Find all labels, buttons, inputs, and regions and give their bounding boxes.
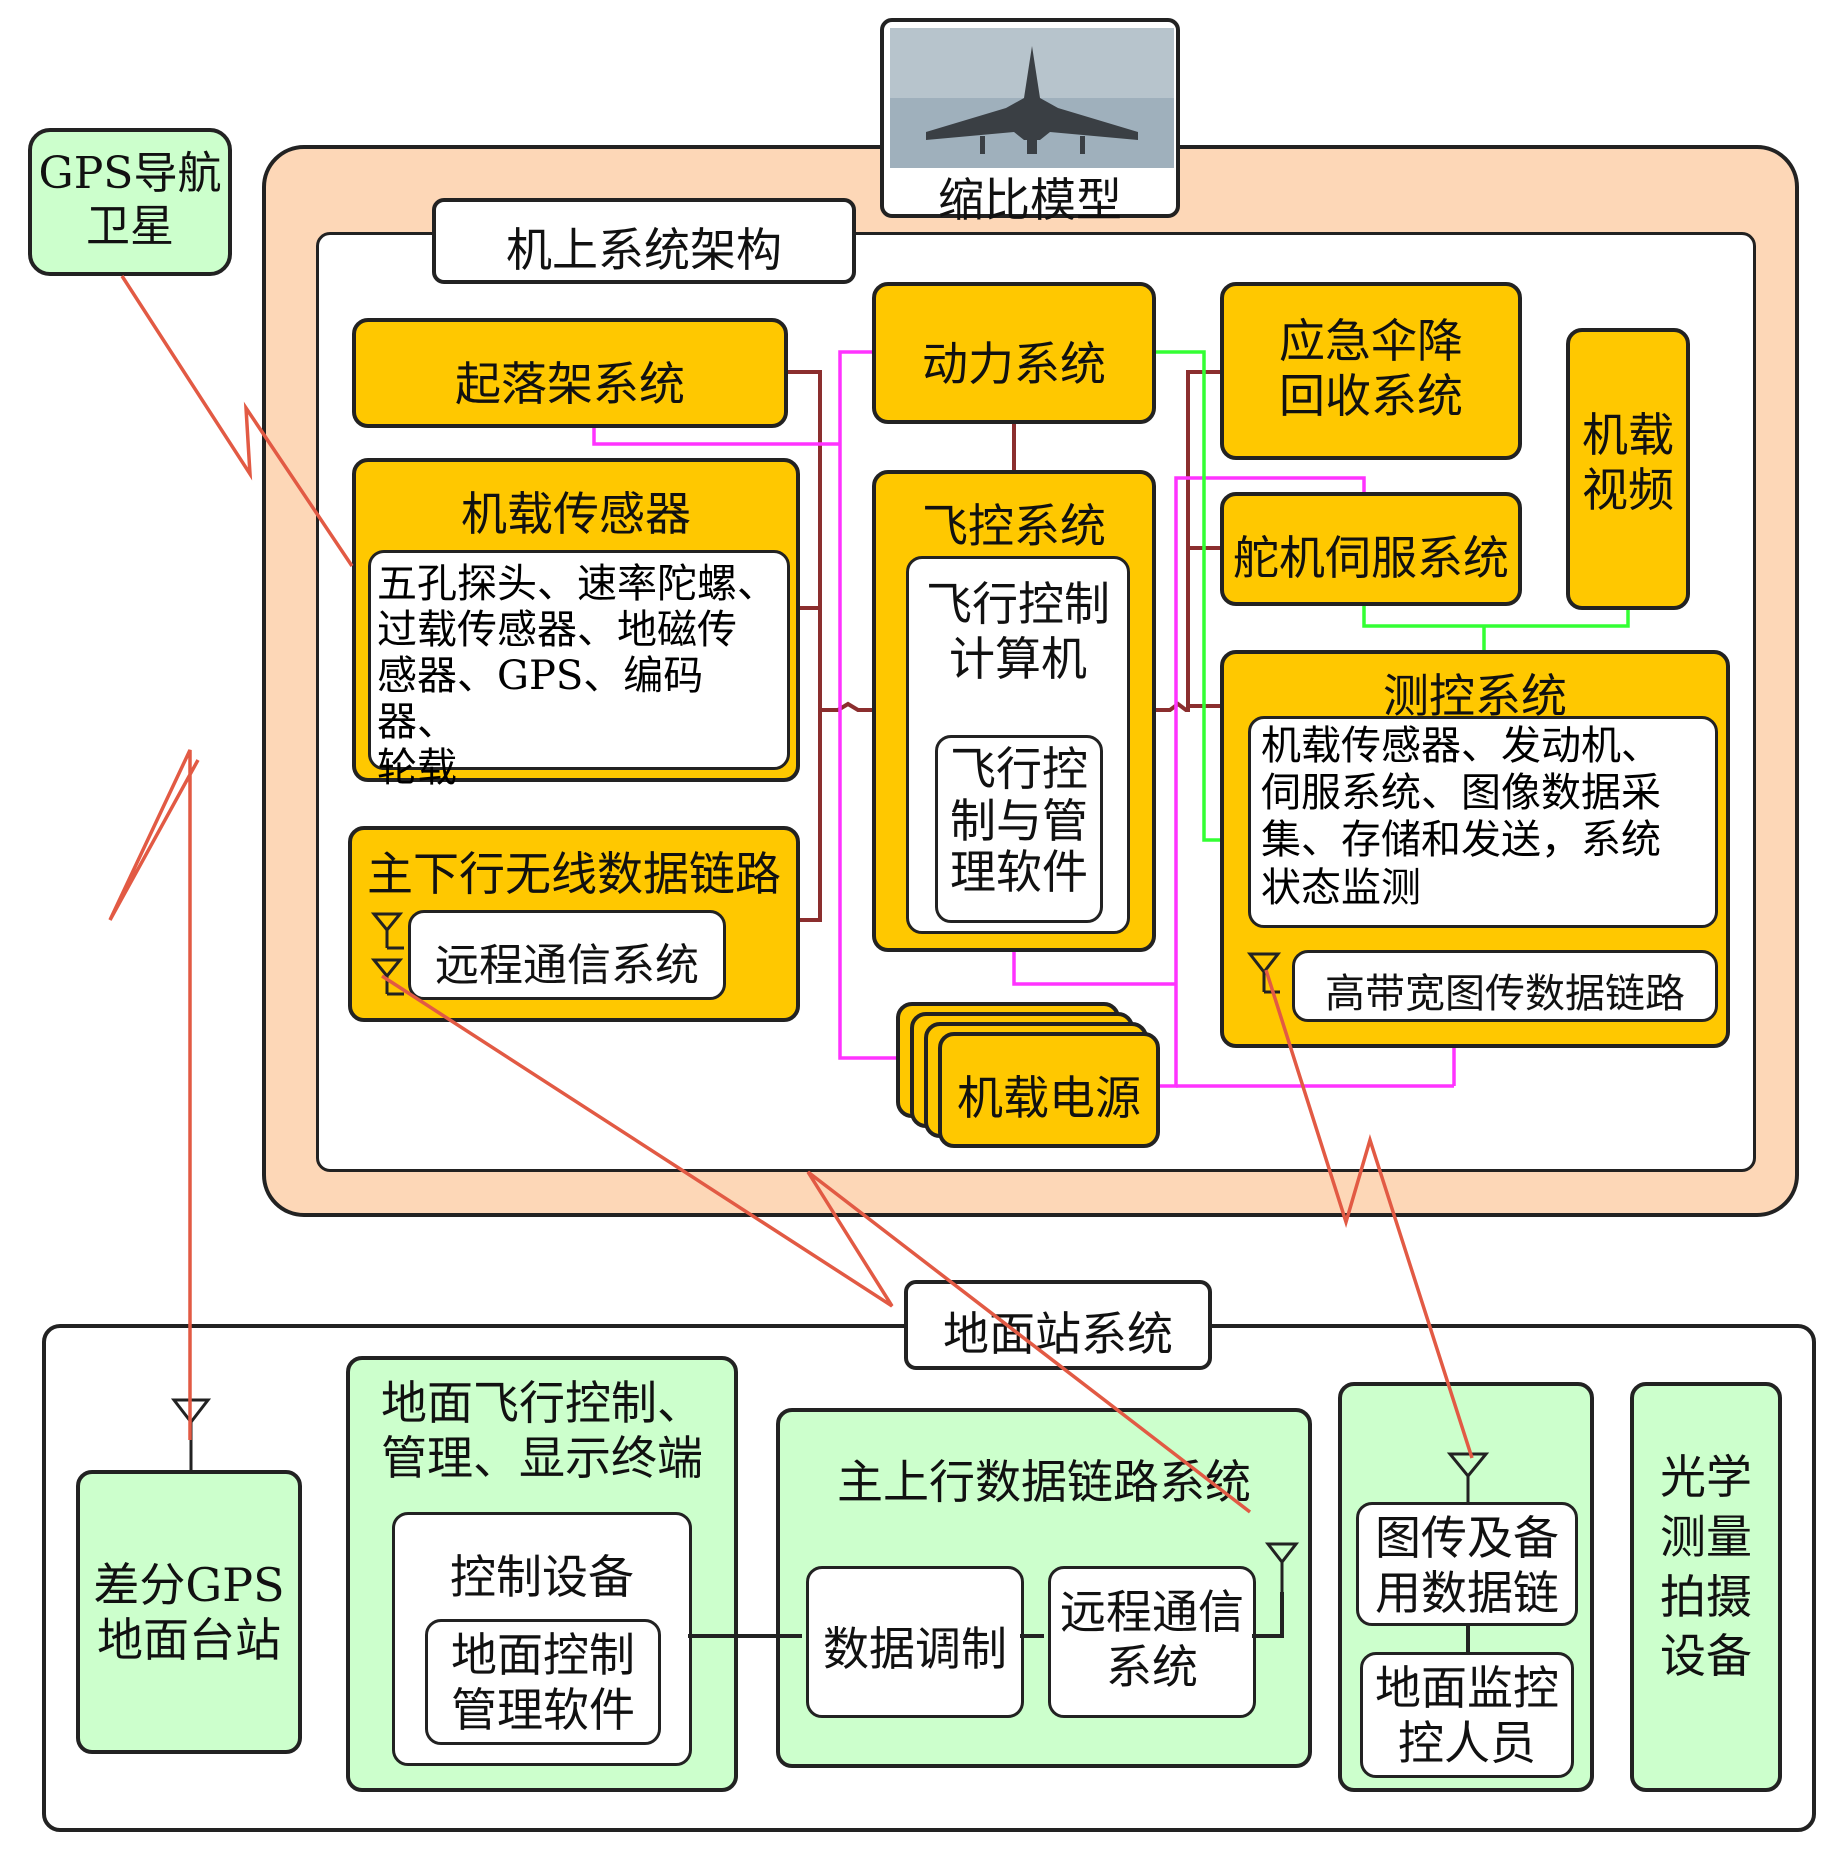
- control-equipment-box: 控制设备 地面控制 管理软件: [392, 1512, 692, 1766]
- parachute-recovery-label: 应急伞降 回收系统: [1279, 314, 1463, 424]
- downlink-antenna-icon: [370, 912, 404, 996]
- ground-monitor-box: 地面监控 控人员: [1360, 1652, 1574, 1778]
- flight-control-software-label: 飞行控 制与管 理软件: [950, 742, 1088, 900]
- downlink-remote-box: 远程通信系统: [408, 910, 726, 1000]
- power-supply-box: 机载电源: [938, 1032, 1160, 1148]
- ground-station-title: 地面站系统: [943, 1307, 1173, 1361]
- gps-satellite-label: GPS导航 卫星: [38, 148, 222, 252]
- image-datalink-box: 高带宽图传数据链路: [1292, 950, 1718, 1022]
- control-equipment-label: 控制设备: [450, 1550, 634, 1604]
- ttc-system-box: 测控系统 机载传感器、发动机、 伺服系统、图像数据采 集、存储和发送，系统 状态…: [1220, 650, 1730, 1048]
- downlink-title: 主下行无线数据链路: [367, 847, 781, 901]
- power-supply-label: 机载电源: [957, 1071, 1141, 1125]
- onboard-video-label: 机载 视频: [1582, 408, 1674, 518]
- data-modulation-box: 数据调制: [806, 1566, 1024, 1718]
- gps-satellite-box: GPS导航 卫星: [28, 128, 232, 276]
- ground-remote-comm-box: 远程通信 系统: [1048, 1566, 1256, 1718]
- image-backup-link-box: 图传及备 用数据链: [1356, 1502, 1578, 1626]
- flight-control-computer-box: 飞行控制 计算机 飞行控 制与管 理软件: [906, 556, 1130, 934]
- onboard-sensors-box: 机载传感器 五孔探头、速率陀螺、 过载传感器、地磁传 感器、GPS、编码器、 轮…: [352, 458, 800, 791]
- uplink-system-title: 主上行数据链路系统: [837, 1455, 1251, 1509]
- data-modulation-label: 数据调制: [823, 1622, 1007, 1676]
- aircraft-model-label: 缩比模型: [938, 173, 1122, 227]
- downlink-remote-label: 远程通信系统: [435, 940, 699, 991]
- uplink-antenna-icon: [1264, 1542, 1300, 1602]
- parachute-recovery-box: 应急伞降 回收系统: [1220, 282, 1522, 460]
- ground-terminal-title: 地面飞行控制、 管理、显示终端: [381, 1376, 703, 1486]
- servo-system-label: 舵机伺服系统: [1233, 531, 1509, 585]
- flight-control-title: 飞控系统: [922, 499, 1106, 553]
- ground-station-title-box: 地面站系统: [904, 1280, 1212, 1370]
- power-system-label: 动力系统: [922, 337, 1106, 391]
- ttc-system-title: 测控系统: [1383, 669, 1567, 723]
- uplink-system-box: 主上行数据链路系统 数据调制 远程通信 系统: [776, 1408, 1312, 1768]
- landing-gear-label: 起落架系统: [455, 357, 685, 411]
- ground-software-box: 地面控制 管理软件: [425, 1619, 661, 1745]
- onboard-title: 机上系统架构: [506, 223, 782, 277]
- image-backup-link-label: 图传及备 用数据链: [1375, 1511, 1559, 1621]
- flight-control-box: 飞控系统 飞行控制 计算机 飞行控 制与管 理软件: [872, 470, 1156, 952]
- onboard-sensors-title: 机载传感器: [461, 487, 691, 541]
- onboard-sensors-content: 五孔探头、速率陀螺、 过载传感器、地磁传 感器、GPS、编码器、 轮载: [377, 561, 777, 791]
- dgps-station-box: 差分GPS 地面台站: [76, 1470, 302, 1754]
- ttc-content-box: 机载传感器、发动机、 伺服系统、图像数据采 集、存储和发送，系统 状态监测: [1248, 716, 1718, 928]
- onboard-title-box: 机上系统架构: [432, 198, 856, 284]
- power-system-box: 动力系统: [872, 282, 1156, 424]
- aircraft-model-box: 缩比模型: [880, 18, 1180, 227]
- servo-system-box: 舵机伺服系统: [1220, 492, 1522, 606]
- ground-remote-comm-label: 远程通信 系统: [1060, 1585, 1244, 1695]
- jet-icon: [926, 46, 1138, 154]
- landing-gear-box: 起落架系统: [352, 318, 788, 428]
- image-receive-antenna-icon: [1446, 1452, 1490, 1502]
- dgps-antenna-icon: [170, 1398, 212, 1472]
- ground-monitor-label: 地面监控 控人员: [1375, 1661, 1559, 1771]
- optical-equipment-label: 光学 测量 拍摄 设备: [1660, 1450, 1752, 1684]
- onboard-video-box: 机载 视频: [1566, 328, 1690, 610]
- image-datalink-label: 高带宽图传数据链路: [1325, 971, 1685, 1017]
- onboard-sensors-content-box: 五孔探头、速率陀螺、 过载传感器、地磁传 感器、GPS、编码器、 轮载: [368, 550, 790, 791]
- dgps-station-label: 差分GPS 地面台站: [93, 1558, 285, 1668]
- ttc-antenna-icon: [1246, 952, 1282, 994]
- ground-terminal-box: 地面飞行控制、 管理、显示终端 控制设备 地面控制 管理软件: [346, 1356, 738, 1792]
- downlink-box: 主下行无线数据链路 远程通信系统: [348, 826, 800, 1022]
- flight-control-software-box: 飞行控 制与管 理软件: [935, 735, 1103, 923]
- flight-control-computer-label: 飞行控制 计算机: [926, 577, 1110, 687]
- ground-software-label: 地面控制 管理软件: [451, 1628, 635, 1738]
- ttc-content: 机载传感器、发动机、 伺服系统、图像数据采 集、存储和发送，系统 状态监测: [1261, 723, 1661, 911]
- aircraft-photo: [890, 28, 1174, 168]
- optical-equipment-box: 光学 测量 拍摄 设备: [1630, 1382, 1782, 1792]
